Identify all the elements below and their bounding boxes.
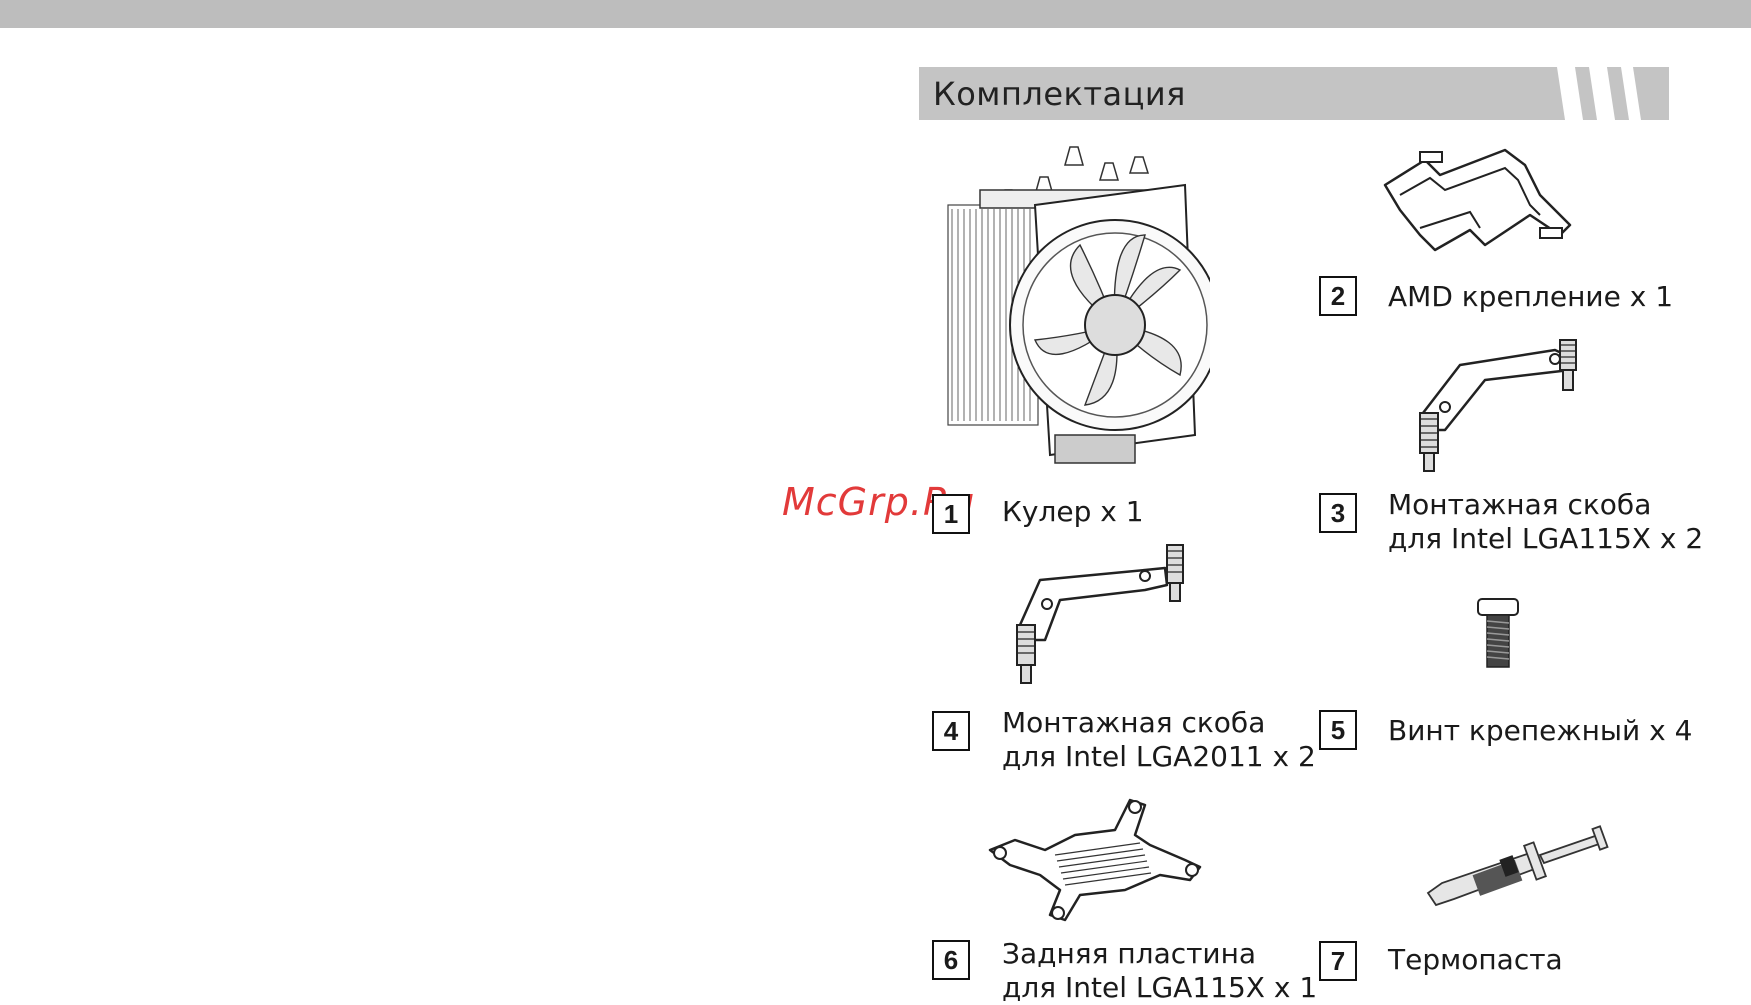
item-label-6-line2: для Intel LGA115X x 1 xyxy=(1002,970,1317,1005)
intel-2011-bracket-illustration xyxy=(1005,540,1195,690)
section-title: Комплектация xyxy=(933,75,1186,113)
amd-bracket-illustration xyxy=(1380,140,1580,265)
thermal-paste-syringe-illustration xyxy=(1420,825,1620,910)
backplate-illustration xyxy=(985,795,1210,925)
item-number-2: 2 xyxy=(1319,276,1357,316)
item-number-1: 1 xyxy=(932,494,970,534)
top-bar xyxy=(0,0,1751,28)
header-stripes-decoration xyxy=(1549,67,1669,120)
item-number-5: 5 xyxy=(1319,710,1357,750)
item-number-3: 3 xyxy=(1319,493,1357,533)
item-number-7: 7 xyxy=(1319,941,1357,981)
intel-115x-bracket-illustration xyxy=(1405,335,1595,475)
item-label-4-line1: Монтажная скоба xyxy=(1002,705,1265,740)
item-label-6-line1: Задняя пластина xyxy=(1002,936,1256,971)
item-label-1: Кулер x 1 xyxy=(1002,494,1144,529)
item-number-6: 6 xyxy=(932,940,970,980)
item-label-3-line1: Монтажная скоба xyxy=(1388,487,1651,522)
item-label-3-line2: для Intel LGA115X x 2 xyxy=(1388,521,1703,556)
item-number-4: 4 xyxy=(932,711,970,751)
cpu-cooler-illustration xyxy=(940,135,1210,495)
item-label-4-line2: для Intel LGA2011 x 2 xyxy=(1002,739,1316,774)
item-label-5: Винт крепежный x 4 xyxy=(1388,713,1692,748)
section-header: Комплектация xyxy=(919,67,1669,120)
item-label-2: AMD крепление x 1 xyxy=(1388,279,1673,314)
item-label-7: Термопаста xyxy=(1388,942,1563,977)
screw-illustration xyxy=(1475,597,1521,672)
